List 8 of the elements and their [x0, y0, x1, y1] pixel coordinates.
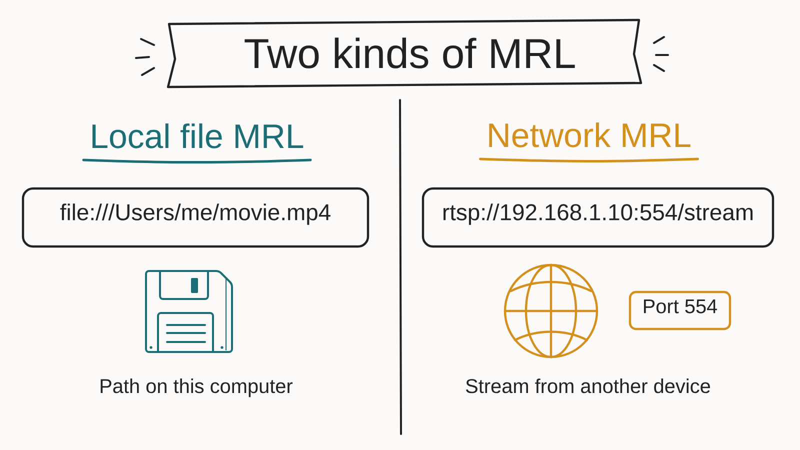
- section-heading: Local file MRL: [92, 123, 304, 148]
- address-box: rtsp://192.168.1.10:554/stream: [422, 187, 774, 248]
- title-banner: Two kinds of MRL: [166, 18, 642, 88]
- address-box: file:///Users/me/movie.mp4: [22, 187, 370, 248]
- caption: Path on this computer: [100, 378, 293, 398]
- caption: Stream from another device: [466, 378, 710, 394]
- port-box: Port 554: [628, 290, 732, 330]
- section-heading: Network MRL: [489, 122, 690, 148]
